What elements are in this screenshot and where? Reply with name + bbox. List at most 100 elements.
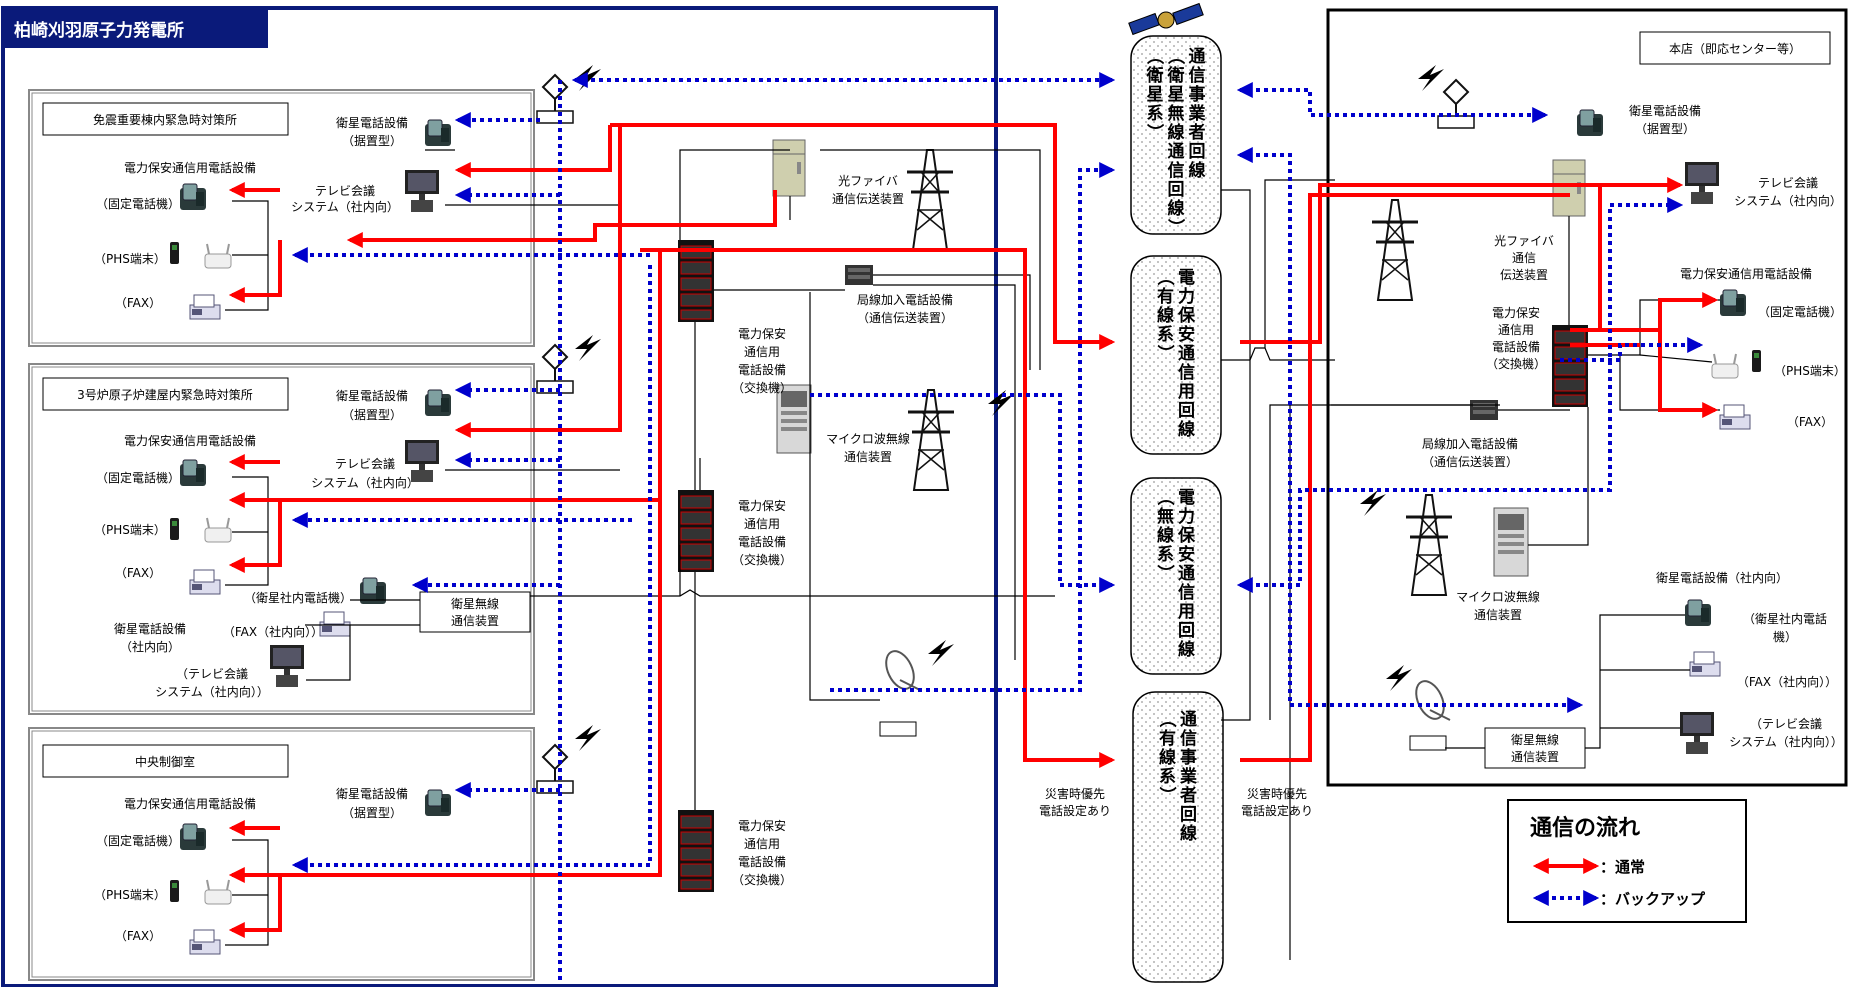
network-char: ） xyxy=(1155,565,1176,582)
section-title-1: 免震重要棟内緊急時対策所 xyxy=(93,112,237,127)
fiber-sub: 通信伝送装置 xyxy=(832,191,904,206)
section-box-3 xyxy=(28,727,535,981)
tv-internal-icon xyxy=(270,645,304,687)
section-title-box-2 xyxy=(42,377,289,411)
disaster-priority-right-sub: 電話設定あり xyxy=(1241,803,1313,818)
normal-flow-lines xyxy=(228,123,1719,938)
transmission-tower-icon xyxy=(906,388,956,492)
network-char: 用 xyxy=(1178,602,1195,622)
network-char: ） xyxy=(1155,345,1176,362)
switch-label: 電力保安 xyxy=(738,498,786,513)
phs-icon xyxy=(170,880,179,902)
network-wired-power xyxy=(1130,255,1222,455)
network-char: 安 xyxy=(1178,324,1195,345)
phs-label: （PHS端末） xyxy=(94,252,166,266)
exchange-switch-icon xyxy=(677,809,715,893)
tv-label: テレビ会議 xyxy=(1758,176,1818,190)
sat-internal-phone-label: （衛星社内電話機） xyxy=(244,590,352,605)
exchange-switch-icon xyxy=(1551,324,1589,408)
fax-internal-label: （FAX（社内向）） xyxy=(223,624,323,639)
switch-label: 電話設備 xyxy=(738,362,786,377)
network-char: 線 xyxy=(1189,160,1206,181)
sat-equip-sub: （社内向） xyxy=(120,639,180,654)
tv-sub: システム（社内向） xyxy=(311,475,419,490)
network-char: 系 xyxy=(1147,104,1164,124)
antenna-icon xyxy=(536,744,574,794)
switch-label: 電話設備 xyxy=(1492,339,1540,354)
network-char: 無 xyxy=(1157,506,1174,527)
sat-internal-phone-label: 機） xyxy=(1773,629,1797,644)
fixed-phone-icon xyxy=(1719,289,1747,317)
power-phone-label: 電力保安通信用電話設備 xyxy=(124,433,256,448)
transmission-tower-icon xyxy=(1370,198,1420,302)
switch-label: 通信用 xyxy=(744,837,780,851)
sat-phone-icon xyxy=(424,389,452,417)
network-char: 線 xyxy=(1168,198,1185,219)
satellite-dish-icon xyxy=(879,650,921,737)
sat-phone-sub: （据置型） xyxy=(1635,122,1695,136)
network-char: 線 xyxy=(1180,823,1197,844)
sat-internal-phone-label: （衛星社内電話 xyxy=(1743,611,1827,626)
antenna-icon xyxy=(536,344,574,394)
network-char: 力 xyxy=(1178,506,1195,527)
network-char: 線 xyxy=(1168,122,1185,143)
sat-internal-equip-label: 衛星電話設備（社内向） xyxy=(1656,570,1788,585)
tv-internal-sub: システム（社内向）） xyxy=(155,684,269,699)
tv-sub: システム（社内向） xyxy=(291,199,399,214)
fixed-phone-icon xyxy=(179,459,207,487)
tv-conference-icon xyxy=(405,170,439,212)
tv-internal-label: （テレビ会議 xyxy=(1750,717,1822,731)
network-wireless-power xyxy=(1130,477,1222,675)
tv-label: テレビ会議 xyxy=(315,184,375,198)
antenna-icon xyxy=(536,74,574,124)
network-char: 線 xyxy=(1157,525,1174,546)
network-char: 回 xyxy=(1180,805,1197,825)
disaster-priority-right: 災害時優先 xyxy=(1247,786,1307,801)
fiber-transport-icon xyxy=(1552,159,1586,217)
switch-label: 電力保安 xyxy=(738,326,786,341)
network-char: 通 xyxy=(1178,344,1195,364)
fax-label: （FAX） xyxy=(115,929,161,943)
microwave-sub: 通信装置 xyxy=(844,450,892,464)
fax-icon xyxy=(189,294,221,320)
tv-sub: システム（社内向） xyxy=(1734,193,1842,208)
fiber-transport-icon xyxy=(772,139,806,197)
wireless-signal-icon xyxy=(1360,490,1386,516)
sat-radio-box xyxy=(419,591,531,633)
network-char: 衛 xyxy=(1167,65,1185,86)
fixed-phone-icon xyxy=(179,183,207,211)
wireless-signal-icon xyxy=(1386,665,1412,691)
fax-icon xyxy=(189,569,221,595)
exchange-label: 局線加入電話設備 xyxy=(1422,436,1518,451)
backup-flow-lines xyxy=(291,72,1704,980)
hq-title-box xyxy=(1639,31,1831,65)
fax-label: （FAX） xyxy=(115,566,161,580)
network-char: 線 xyxy=(1159,747,1176,768)
plant-title: 柏崎刈羽原子力発電所 xyxy=(14,20,184,41)
switch-label: 通信用 xyxy=(1498,323,1534,337)
switch-label: （交換機） xyxy=(1486,356,1546,371)
power-phone-label: 電力保安通信用電話設備 xyxy=(124,796,256,811)
antenna-icon xyxy=(1437,79,1475,129)
network-sat-carrier xyxy=(1130,35,1222,235)
network-char: 線 xyxy=(1178,639,1195,660)
wireless-ap-icon xyxy=(1711,353,1739,379)
fax-internal-icon xyxy=(1689,651,1721,677)
fixed-label: （固定電話機） xyxy=(1758,304,1842,319)
network-char: （ xyxy=(1155,489,1176,506)
network-char: （ xyxy=(1144,48,1165,65)
network-char: 電 xyxy=(1178,268,1195,288)
section-title-box-3 xyxy=(42,744,289,778)
sat-phone-icon xyxy=(424,789,452,817)
fax-icon xyxy=(189,929,221,955)
switch-label: （交換機） xyxy=(732,872,792,887)
fixed-phone-icon xyxy=(179,823,207,851)
wireless-ap-icon xyxy=(204,879,232,905)
section-title-box-1 xyxy=(42,102,289,136)
satellite-dish-icon xyxy=(1409,680,1451,751)
exchange-switch-icon xyxy=(677,239,715,323)
network-char: 線 xyxy=(1157,305,1174,326)
network-char: 回 xyxy=(1189,142,1206,162)
fixed-label: （固定電話機） xyxy=(96,833,180,848)
